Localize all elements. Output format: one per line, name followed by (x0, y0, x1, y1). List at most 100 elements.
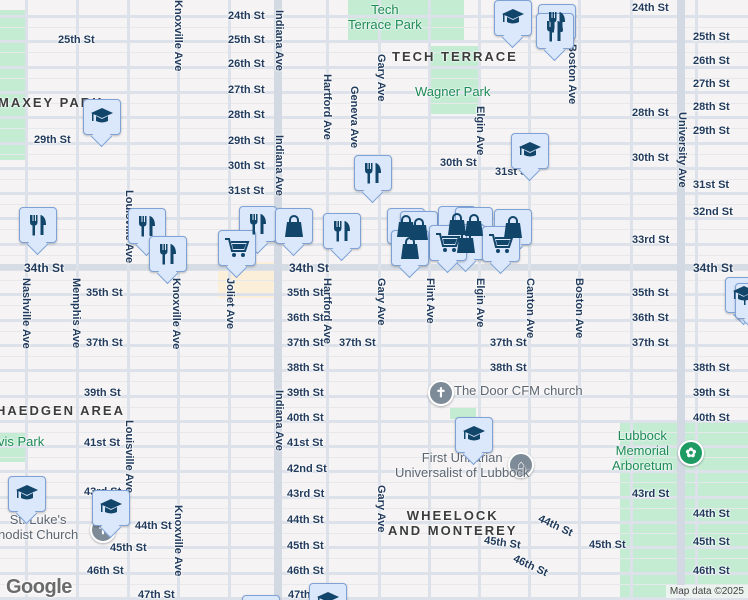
street-road[interactable] (0, 420, 748, 423)
indiana-ave-road[interactable] (274, 0, 282, 600)
map-marker-restaurant[interactable] (354, 155, 392, 191)
park-label[interactable]: Wagner Park (415, 84, 491, 99)
neighborhood-label: TECH TERRACE (392, 49, 518, 64)
street-road[interactable] (0, 395, 748, 398)
street-road[interactable] (0, 470, 748, 473)
poi-pin-place-of-worship[interactable]: ⌂ (508, 452, 534, 478)
map-marker-school[interactable] (92, 490, 130, 526)
map-attribution[interactable]: Map data ©2025 (665, 585, 748, 598)
map-marker-restaurant[interactable] (239, 206, 277, 242)
street-road[interactable] (0, 496, 748, 499)
avenue-road[interactable] (76, 0, 79, 600)
avenue-road[interactable] (326, 0, 329, 600)
map-marker-grocery[interactable] (482, 226, 520, 262)
street-road[interactable] (0, 15, 748, 18)
map-marker-grocery[interactable] (429, 225, 467, 261)
map-marker-restaurant[interactable] (538, 4, 576, 40)
avenue-road[interactable] (630, 0, 633, 600)
map-marker-shopping[interactable] (275, 208, 313, 244)
alley (0, 204, 748, 205)
google-logo[interactable]: Google (6, 576, 72, 598)
poi-pin-church[interactable]: ✝ (428, 380, 454, 406)
street-label: 32nd St (693, 206, 733, 218)
map-marker-school[interactable] (511, 133, 549, 169)
alley (0, 508, 748, 509)
street-road[interactable] (0, 91, 748, 94)
graduation-cap-icon (463, 426, 485, 441)
street-road[interactable] (0, 66, 748, 69)
shopping-bag-icon (401, 237, 419, 259)
map-marker-school[interactable] (8, 476, 46, 512)
street-road[interactable] (0, 40, 748, 43)
cross-icon: ✝ (435, 385, 447, 400)
street-label: 38th St (287, 362, 324, 374)
street-road[interactable] (0, 344, 748, 347)
avenue-road[interactable] (378, 0, 381, 600)
map-marker-school[interactable] (494, 0, 532, 36)
street-road[interactable] (0, 293, 748, 296)
map-marker-school[interactable] (83, 99, 121, 135)
street-label: 46th St (87, 565, 124, 577)
avenue-label: Elgin Ave (474, 106, 486, 156)
street-label: 41st St (287, 437, 324, 449)
avenue-road[interactable] (428, 0, 431, 600)
avenue-road[interactable] (578, 0, 581, 600)
park-label[interactable]: vis Park (0, 434, 45, 449)
street-road[interactable] (0, 243, 748, 246)
street-road[interactable] (0, 369, 748, 372)
poi-label[interactable]: The Door CFM church (454, 383, 583, 398)
avenue-label: Gary Ave (375, 278, 387, 326)
map-marker-shopping[interactable] (455, 207, 493, 243)
street-label: 28th St (228, 109, 265, 121)
map-marker-school[interactable] (725, 277, 748, 313)
street-road[interactable] (0, 546, 748, 549)
avenue-road[interactable] (478, 0, 481, 600)
avenue-road[interactable] (695, 0, 698, 600)
university-ave-road[interactable] (677, 0, 685, 600)
avenue-label: Flint Ave (424, 278, 436, 324)
street-road[interactable] (0, 572, 748, 575)
street-road[interactable] (0, 597, 748, 600)
street-road[interactable] (0, 116, 748, 119)
street-label: 42nd St (287, 463, 327, 475)
map-marker-school[interactable] (309, 583, 347, 600)
street-road[interactable] (0, 319, 748, 322)
street-label: 29th St (693, 125, 730, 137)
major-road-34th[interactable] (0, 264, 748, 270)
avenue-road[interactable] (25, 0, 28, 600)
map-marker-marker[interactable] (242, 595, 280, 600)
arboretum-pin[interactable]: ✿ (678, 440, 704, 466)
street-road[interactable] (0, 142, 748, 145)
map-marker-restaurant[interactable] (19, 207, 57, 243)
map-marker-restaurant[interactable] (128, 208, 166, 244)
shopping-bag-icon (448, 213, 466, 235)
map-marker-grocery[interactable] (218, 230, 256, 266)
avenue-road[interactable] (127, 0, 130, 600)
avenue-label: Hartford Ave (321, 278, 333, 344)
avenue-road[interactable] (528, 0, 531, 600)
avenue-road[interactable] (228, 0, 231, 600)
street-label: 47th St (138, 589, 175, 600)
street-road[interactable] (0, 445, 748, 448)
street-road[interactable] (0, 217, 748, 220)
alley (0, 331, 748, 332)
street-label: 45th St (589, 539, 626, 551)
avenue-label: Boston Ave (566, 44, 578, 105)
avenue-road[interactable] (177, 0, 180, 600)
avenue-label: Knoxville Ave (170, 278, 182, 350)
street-label: 39th St (84, 387, 121, 399)
map-marker-restaurant[interactable] (149, 236, 187, 272)
shopping-cart-icon (436, 233, 461, 252)
street-label: 41st St (84, 437, 121, 449)
shopping-bag-icon (410, 218, 428, 240)
avenue-label: Hartford Ave (321, 74, 333, 140)
map-marker-school[interactable] (455, 417, 493, 453)
park-area (0, 10, 27, 160)
street-road[interactable] (0, 521, 748, 524)
map-marker-restaurant[interactable] (323, 213, 361, 249)
